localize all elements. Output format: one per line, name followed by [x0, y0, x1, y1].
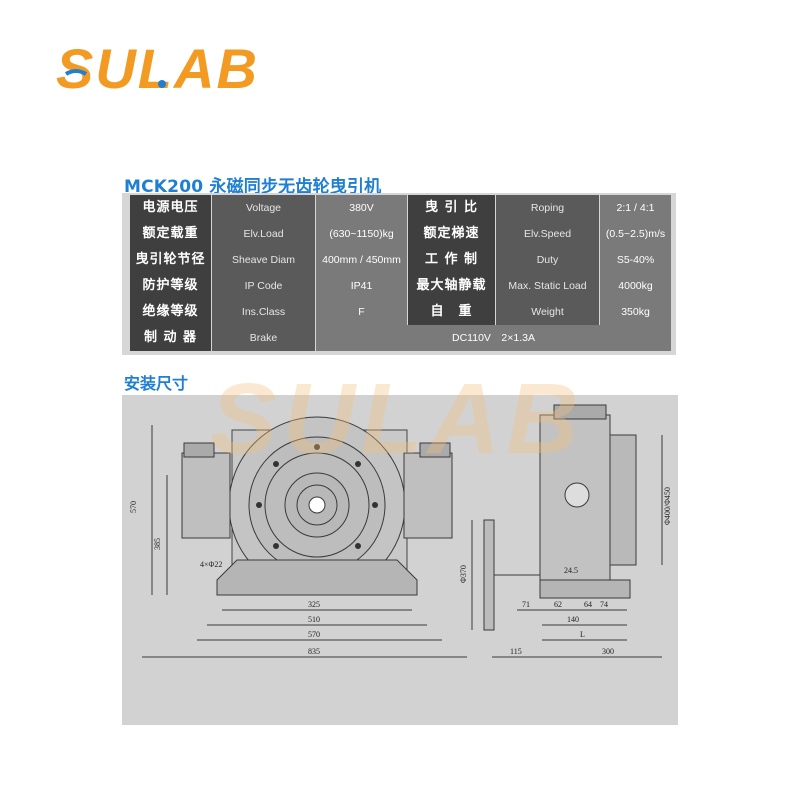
dim-4x22: 4×Φ22 — [200, 560, 222, 569]
spec-cell-v2: 350kg — [600, 299, 671, 325]
dim-300: 300 — [602, 647, 614, 656]
dim-570: 570 — [308, 630, 320, 639]
spec-cell-zh2: 自 重 — [408, 299, 495, 325]
dim-71: 71 — [522, 600, 530, 609]
spec-cell-v1: 380V — [316, 195, 407, 221]
side-handwheel — [483, 519, 495, 631]
spec-cell-v1: (630~1150)kg — [316, 221, 407, 247]
left-brake — [181, 452, 231, 539]
front-base — [216, 559, 418, 596]
dim-385: 385 — [153, 538, 162, 550]
spec-cell-v1: IP41 — [316, 273, 407, 299]
dim-64: 64 — [584, 600, 592, 609]
spec-cell-zh1: 电源电压 — [130, 195, 211, 221]
dim-62: 62 — [554, 600, 562, 609]
spec-cell-zh2: 工 作 制 — [408, 247, 495, 273]
spec-cell-v2: (0.5~2.5)m/s — [600, 221, 671, 247]
spec-cell-en2: Elv.Speed — [496, 221, 599, 247]
spec-cell-en1: Voltage — [212, 195, 315, 221]
right-brake — [403, 452, 453, 539]
spec-cell-en1: Elv.Load — [212, 221, 315, 247]
spec-cell-en2: Roping — [496, 195, 599, 221]
dim-140: 140 — [567, 615, 579, 624]
dim-570-vertical: 570 — [129, 501, 138, 513]
drawing-svg: 570 385 4×Φ22 325 510 570 835 Φ400/Φ450 … — [129, 404, 672, 658]
logo-text: SULAB — [56, 38, 259, 100]
spec-cell-en1: IP Code — [212, 273, 315, 299]
sulab-logo: SULAB — [56, 38, 259, 100]
dim-L: L — [580, 630, 585, 639]
dim-835: 835 — [308, 647, 320, 656]
spec-cell-zh1: 额定载重 — [130, 221, 211, 247]
spec-cell-en1: Sheave Diam — [212, 247, 315, 273]
spec-cell-en2: Duty — [496, 247, 599, 273]
dim-sheave-diam: Φ400/Φ450 — [663, 487, 672, 525]
spec-cell-zh2: 曳 引 比 — [408, 195, 495, 221]
dim-325: 325 — [308, 600, 320, 609]
spec-cell-v2: 4000kg — [600, 273, 671, 299]
spec-cell-v2: S5-40% — [600, 247, 671, 273]
brake-cell-value: DC110V 2×1.3A — [316, 325, 671, 351]
brake-cell-zh: 制 动 器 — [130, 325, 211, 351]
spec-cell-v1: F — [316, 299, 407, 325]
spec-cell-zh2: 额定梯速 — [408, 221, 495, 247]
spec-cell-v1: 400mm / 450mm — [316, 247, 407, 273]
spec-cell-en1: Ins.Class — [212, 299, 315, 325]
svg-text:SULAB: SULAB — [210, 363, 580, 468]
spec-cell-zh1: 绝缘等级 — [130, 299, 211, 325]
spec-cell-zh2: 最大轴静载 — [408, 273, 495, 299]
logo-swoosh-icon — [64, 69, 88, 76]
dimensions-title: 安装尺寸 — [124, 374, 189, 393]
dimension-drawing: 570 385 4×Φ22 325 510 570 835 Φ400/Φ450 … — [122, 395, 678, 725]
product-title: MCK200 永磁同步无齿轮曳引机 — [124, 177, 382, 197]
sulab-watermark: SULAB — [210, 363, 580, 468]
dim-74: 74 — [600, 600, 608, 609]
spec-cell-zh1: 防护等级 — [130, 273, 211, 299]
spec-cell-en2: Max. Static Load — [496, 273, 599, 299]
dim-24-5: 24.5 — [564, 566, 578, 575]
spec-cell-en2: Weight — [496, 299, 599, 325]
spec-cell-v2: 2:1 / 4:1 — [600, 195, 671, 221]
logo-dot-icon — [158, 80, 166, 88]
front-bolts — [256, 444, 378, 566]
brake-cell-en: Brake — [212, 325, 315, 351]
spec-cell-zh1: 曳引轮节径 — [130, 247, 211, 273]
dim-510: 510 — [308, 615, 320, 624]
side-sheave — [609, 434, 637, 566]
dim-phi370: Φ370 — [459, 565, 468, 583]
dim-115: 115 — [510, 647, 522, 656]
